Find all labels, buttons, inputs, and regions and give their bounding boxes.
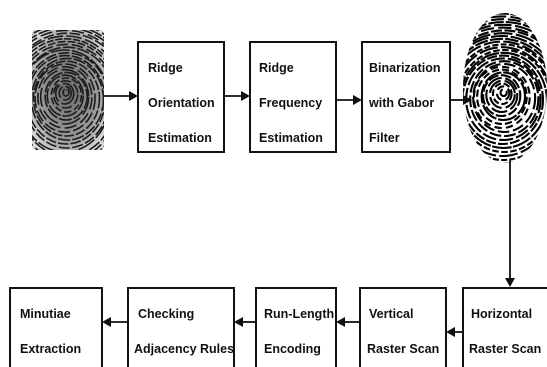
node-vertical-raster: Vertical Raster Scan (359, 287, 447, 367)
fingerprint-ridge (469, 60, 540, 138)
arrow-adjacency-to-minutiae (102, 317, 128, 327)
arrow-vertical-to-runlength (336, 317, 360, 327)
arrow-orientation-to-frequency (224, 91, 250, 101)
node-checking-adjacency-label: Checking Adjacency Rules (134, 307, 234, 356)
node-binarization: Binarization with Gabor Filter (361, 41, 451, 153)
fingerprint-ridge (54, 82, 75, 105)
fingerprint-ridge (476, 68, 528, 126)
fingerprint-ridge (46, 74, 85, 117)
node-ridge-frequency: Ridge Frequency Estimation (249, 41, 337, 153)
fingerprint-ridge (463, 20, 547, 163)
node-horizontal-raster: Horizontal Raster Scan (462, 287, 547, 367)
fingerprint-ridge (463, 54, 545, 146)
fingerprint-ridge (463, 23, 547, 163)
arrow-binarization-to-fingerprint (450, 95, 472, 105)
fingerprint-ridge (488, 79, 516, 110)
node-binarization-label: Binarization with Gabor Filter (368, 61, 444, 145)
fingerprint-ridge (58, 85, 73, 101)
fingerprint-ridge (463, 43, 547, 162)
fingerprint-ridge (32, 57, 104, 141)
arrow-fingerprint-to-orientation (104, 91, 138, 101)
fingerprint-ridge (50, 77, 83, 113)
input-fingerprint-image (32, 30, 104, 150)
fingerprint-ridge (32, 43, 104, 150)
fingerprint-ridge (495, 85, 511, 102)
fingerprint-ridge (482, 74, 522, 118)
fingerprint-ridge (32, 46, 104, 150)
fingerprint-ridge (34, 63, 96, 133)
node-run-length: Run-Length Encoding (255, 287, 338, 367)
arrow-fingerprint-down-to-horizontal (505, 160, 515, 287)
fingerprint-ridge (491, 82, 513, 106)
node-run-length-label: Run-Length Encoding (264, 307, 338, 356)
node-ridge-orientation-label: Ridge Orientation Estimation (148, 61, 218, 145)
fingerprint-ridge (37, 66, 93, 129)
fingerprint-ridge (32, 54, 104, 145)
arrow-frequency-to-binarization (336, 95, 362, 105)
node-checking-adjacency: Checking Adjacency Rules (127, 287, 235, 367)
fingerprint-ridge (32, 30, 104, 150)
fingerprint-ridge (485, 76, 519, 114)
fingerprint-ridge (472, 65, 531, 130)
fingerprint-ridge (463, 48, 547, 154)
fingerprint-ridge (480, 71, 527, 122)
fingerprint-ridge (32, 60, 101, 137)
node-ridge-orientation: Ridge Orientation Estimation (137, 41, 225, 153)
node-vertical-raster-label: Vertical Raster Scan (367, 307, 439, 356)
fingerprint-ridge (463, 18, 547, 163)
fingerprint-ridge (463, 15, 547, 163)
node-ridge-frequency-label: Ridge Frequency Estimation (259, 61, 326, 145)
fingerprint-ridge (463, 32, 547, 163)
arrow-horizontal-to-vertical (446, 327, 463, 337)
fingerprint-ridge (463, 13, 547, 163)
fingerprint-ridge (39, 68, 90, 125)
node-horizontal-raster-label: Horizontal Raster Scan (469, 307, 541, 356)
fingerprint-ridge (472, 62, 537, 134)
node-minutiae-extraction-label: Minutiae Extraction (20, 307, 81, 356)
fingerprint-ridge (463, 29, 547, 163)
fingerprint-ridge (463, 34, 547, 163)
fingerprint-ridge (52, 80, 79, 109)
node-minutiae-extraction: Minutiae Extraction (9, 287, 103, 367)
fingerprint-ridge (463, 37, 547, 163)
fingerprint-ridge (32, 38, 104, 150)
fingerprint-ridge (32, 52, 104, 149)
fingerprint-ridge (32, 49, 104, 150)
fingerprint-ridge (463, 46, 547, 158)
fingerprint-ridge (499, 88, 508, 98)
fingerprint-ridge (44, 71, 88, 121)
fingerprint-ridge (463, 26, 547, 163)
fingerprint-ridge (62, 88, 70, 97)
arrow-runlength-to-adjacency (234, 317, 256, 327)
